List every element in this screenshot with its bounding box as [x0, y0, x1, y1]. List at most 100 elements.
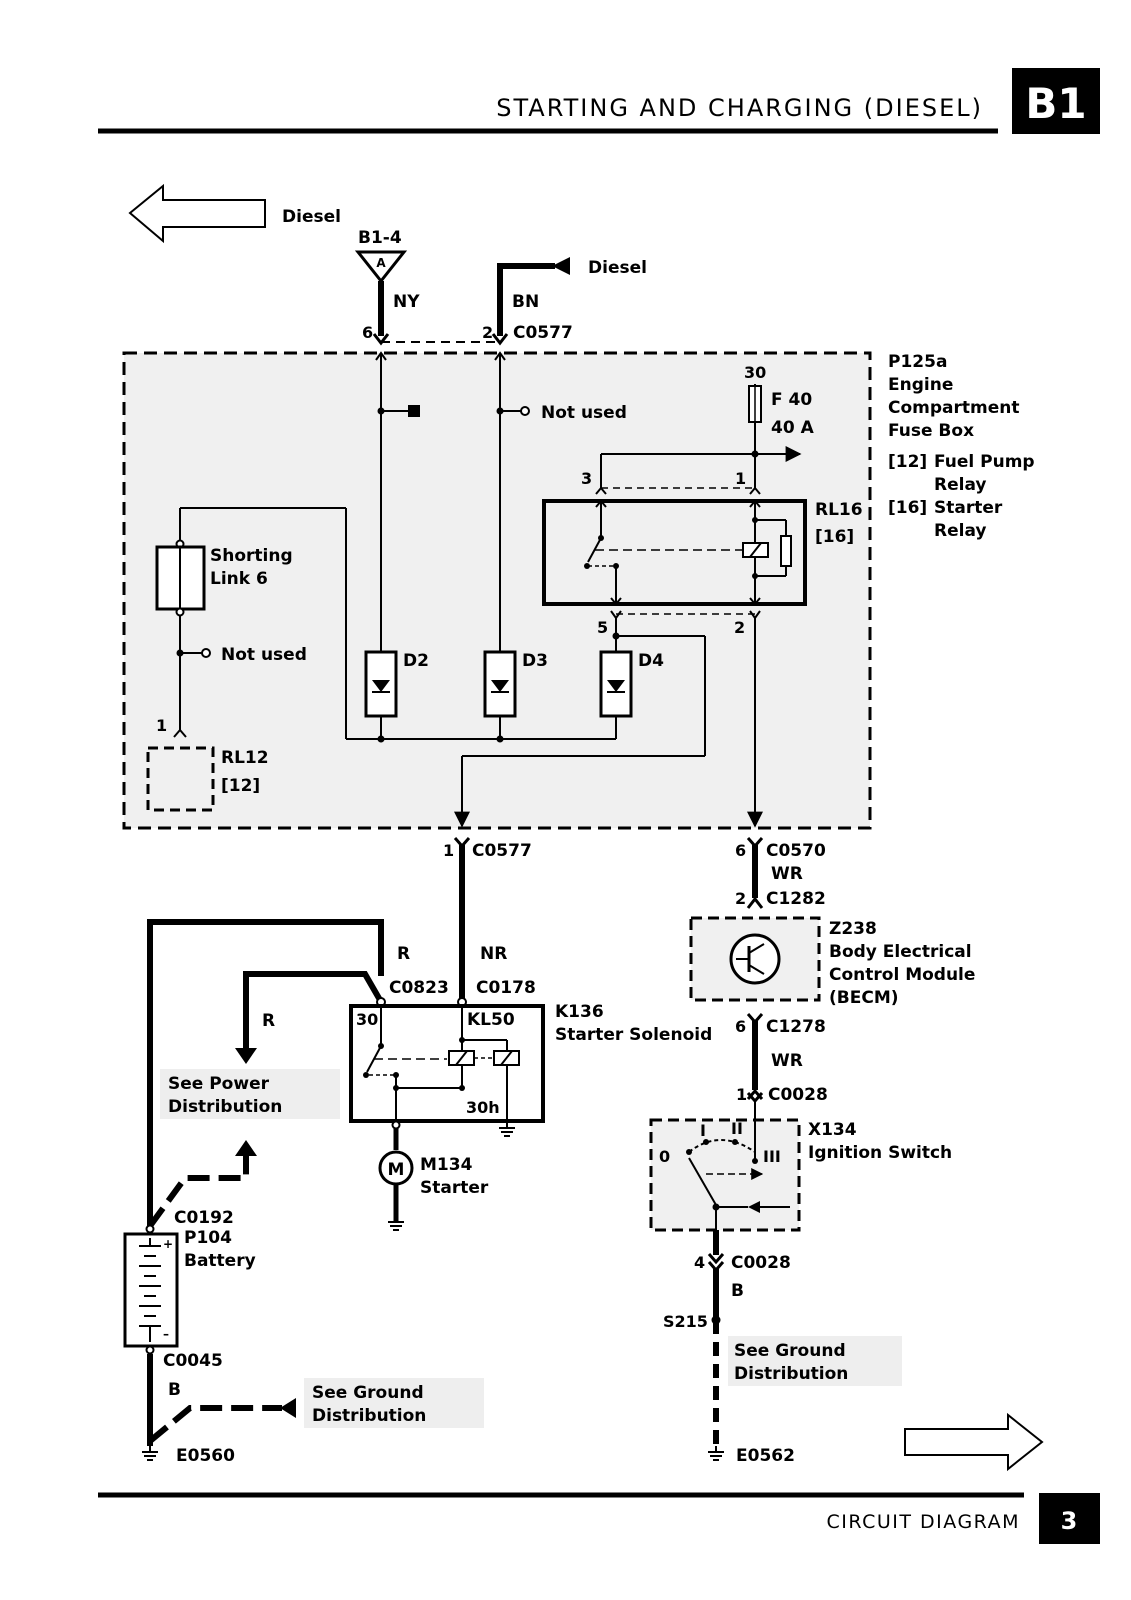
- ignition-switch: [649, 1118, 801, 1232]
- section-code: B1: [1025, 79, 1086, 128]
- fusebox-r16-ref: [16]: [888, 498, 927, 518]
- solenoid-label: Starter Solenoid: [555, 1025, 712, 1045]
- diode-d3-label: D3: [522, 651, 548, 671]
- prev-page-arrow-icon[interactable]: [128, 183, 266, 244]
- see-power-note[interactable]: [160, 1069, 340, 1119]
- relay16-pin-2: 2: [734, 618, 745, 637]
- battery-cells-icon: [139, 1238, 161, 1342]
- wire-ny: NY: [393, 292, 420, 312]
- solenoid-pin-30: 30: [356, 1010, 378, 1029]
- ignition-pos-0: 0: [659, 1147, 670, 1166]
- page-title: STARTING AND CHARGING (DIESEL): [496, 94, 983, 122]
- offpage-arrow-icon: [408, 405, 420, 417]
- ground-e0560-label: E0560: [176, 1446, 235, 1466]
- connector-c0823: C0823: [389, 978, 449, 998]
- pin-6-top: 6: [362, 323, 373, 342]
- fusebox-r16-b: Relay: [934, 521, 986, 541]
- fusebox-line-3: Fuse Box: [888, 421, 974, 441]
- see-ground-right-line-1: See Ground: [734, 1341, 846, 1361]
- c0028-pin-1: 1: [736, 1085, 747, 1104]
- becm-line-1: Body Electrical: [829, 942, 972, 962]
- relay-rl16: [542, 499, 807, 606]
- connector-c0570: C0570: [766, 841, 826, 861]
- page-number-tab: [1039, 1493, 1100, 1544]
- see-power-line-1: See Power: [168, 1074, 270, 1094]
- connector-c1278: C1278: [766, 1017, 826, 1037]
- starter-label: Starter: [420, 1178, 489, 1198]
- ground-e0562-icon: [708, 1446, 724, 1461]
- fusebox-line-2: Compartment: [888, 398, 1020, 418]
- ground-e0560-icon: [142, 1446, 158, 1461]
- fuse-box-panel: [122, 351, 872, 830]
- section-tab: [1012, 68, 1100, 134]
- see-ground-note-right[interactable]: [728, 1336, 902, 1386]
- connector-c0178: C0178: [476, 978, 536, 998]
- relay12-pin-1: 1: [156, 716, 167, 735]
- fusebox-r12-a: Fuel Pump: [934, 452, 1035, 472]
- diode-d2: [364, 650, 398, 718]
- diode-d4-label: D4: [638, 651, 664, 671]
- connector-c0577-top: C0577: [513, 323, 573, 343]
- fusebox-id: P125a: [888, 352, 947, 372]
- see-ground-note-left[interactable]: [304, 1378, 484, 1428]
- becm-line-2: Control Module: [829, 965, 975, 985]
- fusebox-r16-a: Starter: [934, 498, 1003, 518]
- ref-a: A: [376, 256, 386, 270]
- see-ground-left-line-1: See Ground: [312, 1383, 424, 1403]
- pin-2-top: 2: [482, 323, 493, 342]
- becm-id: Z238: [829, 919, 877, 939]
- wire-nr: NR: [480, 944, 507, 964]
- fusebox-r12-b: Relay: [934, 475, 986, 495]
- ignition-pos-1: I: [700, 1121, 706, 1140]
- see-ground-right-line-2: Distribution: [734, 1364, 848, 1384]
- connector-c0045: C0045: [163, 1351, 223, 1371]
- c0577-pin-1: 1: [443, 841, 454, 860]
- next-page-arrow-icon[interactable]: [904, 1412, 1044, 1472]
- transistor-icon: [729, 933, 781, 985]
- starter-id: M134: [420, 1155, 473, 1175]
- relay12-ref: [12]: [221, 776, 260, 796]
- c1282-pin-2: 2: [735, 889, 746, 908]
- ground-solenoid-icon: [499, 1121, 515, 1137]
- relay-rl12: [146, 746, 215, 812]
- solenoid-pin-30h: 30h: [466, 1098, 500, 1117]
- wire-r-left: R: [262, 1011, 275, 1031]
- prev-page-label: Diesel: [282, 207, 341, 227]
- ground-starter-icon: [388, 1221, 404, 1231]
- ground-e0562-label: E0562: [736, 1446, 795, 1466]
- shorting-link-line-1: Shorting: [210, 546, 293, 566]
- relay16-ref: [16]: [815, 527, 854, 547]
- diode-d2-label: D2: [403, 651, 429, 671]
- becm-line-3: (BECM): [829, 988, 899, 1008]
- see-ground-left-line-2: Distribution: [312, 1406, 426, 1426]
- wire-wr-1: WR: [771, 864, 803, 884]
- fuse-rating: 40 A: [771, 418, 815, 438]
- connector-c0028-top: C0028: [768, 1085, 828, 1105]
- diesel-feed-arrow-icon: [552, 257, 570, 275]
- not-used-label-1: Not used: [541, 403, 627, 423]
- solenoid-pin-kl50: KL50: [467, 1010, 515, 1030]
- ignition-pos-3: III: [763, 1147, 781, 1166]
- relay16-pin-3: 3: [581, 469, 592, 488]
- ignition-pos-2: II: [731, 1119, 743, 1138]
- c0570-pin-6: 6: [735, 841, 746, 860]
- wire-wr-2: WR: [771, 1051, 803, 1071]
- battery-id: P104: [184, 1228, 232, 1248]
- see-power-line-2: Distribution: [168, 1097, 282, 1117]
- ref-b1-4: B1-4: [358, 228, 402, 248]
- battery-minus: –: [163, 1327, 169, 1341]
- ignition-id: X134: [808, 1120, 857, 1140]
- relay16-pin-5: 5: [597, 618, 608, 637]
- shorting-link-line-2: Link 6: [210, 569, 268, 589]
- fusebox-r12-ref: [12]: [888, 452, 927, 472]
- ref-triangle-icon[interactable]: [354, 250, 408, 284]
- not-used-label-2: Not used: [221, 645, 307, 665]
- starter-solenoid: [349, 1004, 545, 1123]
- ignition-label: Ignition Switch: [808, 1143, 952, 1163]
- relay16-pin-1: 1: [735, 469, 746, 488]
- solenoid-id: K136: [555, 1002, 604, 1022]
- relay16-id: RL16: [815, 500, 863, 520]
- relay12-id: RL12: [221, 748, 269, 768]
- connector-c0028-bottom: C0028: [731, 1253, 791, 1273]
